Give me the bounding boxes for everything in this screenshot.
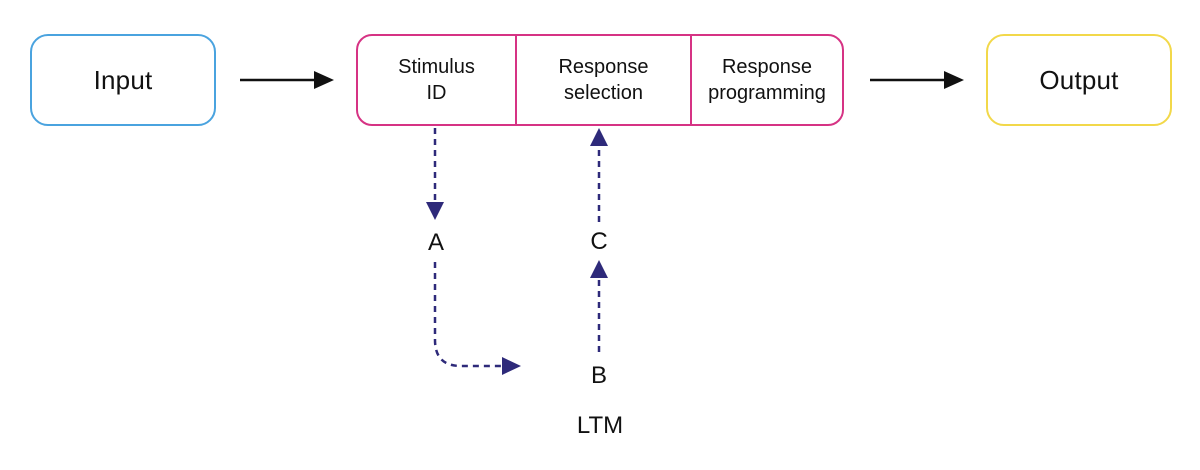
stage-stimulus-id: Stimulus ID (358, 36, 515, 124)
stage-response-programming-label: Response programming (708, 56, 826, 104)
ltm-label: LTM (576, 412, 624, 439)
stage-response-selection-label: Response selection (558, 56, 649, 104)
c-to-selection-arrowhead (590, 128, 608, 146)
stage-response-selection: Response selection (515, 36, 690, 124)
stages-to-output-arrowhead (944, 71, 964, 89)
input-box: Input (30, 34, 216, 126)
input-to-stages-arrowhead (314, 71, 334, 89)
stimulus-to-a-arrowhead (426, 202, 444, 220)
point-b-label: B (590, 362, 608, 389)
a-to-b-arrowhead (502, 357, 521, 375)
point-c-label: C (590, 228, 608, 255)
processing-stages: Stimulus ID Response selection Response … (356, 34, 844, 126)
point-a-label: A (427, 229, 445, 256)
output-box: Output (986, 34, 1172, 126)
b-to-c-arrowhead (590, 260, 608, 278)
a-to-b-dashed-path (433, 262, 502, 368)
stage-response-programming: Response programming (690, 36, 842, 124)
stage-stimulus-id-label: Stimulus ID (398, 56, 475, 104)
input-label: Input (93, 64, 153, 95)
output-label: Output (1039, 64, 1119, 95)
